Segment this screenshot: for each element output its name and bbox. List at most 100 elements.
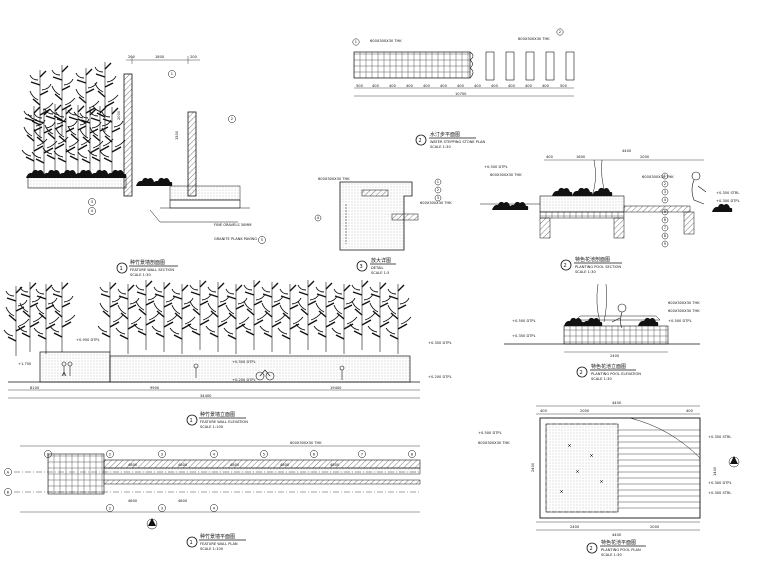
callouts-v4: 1 2 3 4 5 6 7 8 9 <box>661 172 669 248</box>
svg-text:2: 2 <box>590 546 593 552</box>
svg-text:+0.350 STRL: +0.350 STRL <box>716 191 739 195</box>
svg-text:400: 400 <box>508 84 516 88</box>
svg-text:4400: 4400 <box>612 533 622 537</box>
svg-text:3: 3 <box>360 264 363 270</box>
svg-text:1: 1 <box>355 40 357 44</box>
view-title-v6: 2 特色花池立面图 PLANTING POOL ELEVATION SCALE … <box>576 363 641 381</box>
svg-text:1: 1 <box>437 180 439 184</box>
svg-text:400: 400 <box>540 409 548 413</box>
svg-text:8: 8 <box>664 234 667 238</box>
svg-text:400: 400 <box>457 84 465 88</box>
svg-text:400: 400 <box>546 155 554 159</box>
svg-text:2000: 2000 <box>640 155 650 159</box>
svg-text:600X300X30 THK: 600X300X30 THK <box>370 39 402 43</box>
svg-text:5: 5 <box>664 210 666 214</box>
view-title-v2: 2 水汀步平面图 WATER STEPPING STONE PLAN SCALE… <box>415 131 486 149</box>
svg-text:+0.350 DTPL: +0.350 DTPL <box>512 334 536 338</box>
svg-text:+0.200 DTPL: +0.200 DTPL <box>428 375 452 379</box>
svg-text:600X300X30 THK: 600X300X30 THK <box>290 441 322 445</box>
svg-text:5: 5 <box>263 452 265 456</box>
svg-text:400: 400 <box>686 409 694 413</box>
svg-text:600X300X30 THK: 600X300X30 THK <box>642 175 674 179</box>
svg-text:1600: 1600 <box>576 155 586 159</box>
svg-text:+0.500 DTPL: +0.500 DTPL <box>512 319 536 323</box>
svg-text:400: 400 <box>406 84 414 88</box>
svg-text:1400: 1400 <box>713 466 717 476</box>
grid-axis-bubbles: A B 1 2 3 4 5 6 7 8 2 3 4 <box>4 450 416 512</box>
planting-symbols <box>559 443 604 494</box>
svg-text:+1.750: +1.750 <box>18 362 32 366</box>
wall-short <box>187 111 197 197</box>
callouts-v1: 1 2 3 4 5 <box>88 70 266 244</box>
svg-text:400: 400 <box>389 84 397 88</box>
svg-text:SCALE 1:100: SCALE 1:100 <box>200 425 224 429</box>
svg-text:SCALE 1:100: SCALE 1:100 <box>200 547 224 551</box>
svg-text:4: 4 <box>91 209 94 213</box>
svg-text:特色花池平面图: 特色花池平面图 <box>601 539 636 546</box>
bamboo-elevation <box>3 279 412 357</box>
svg-text:8100: 8100 <box>30 386 40 390</box>
svg-text:+0.950 DTPL: +0.950 DTPL <box>76 338 100 342</box>
svg-text:2: 2 <box>231 117 233 121</box>
svg-text:4400: 4400 <box>612 401 622 405</box>
svg-text:B: B <box>7 490 10 494</box>
svg-text:9: 9 <box>664 242 667 246</box>
north-arrow-2 <box>728 456 740 468</box>
svg-text:4: 4 <box>664 198 667 202</box>
svg-text:600X300X30 THK: 600X300X30 THK <box>668 301 700 305</box>
svg-text:2: 2 <box>559 30 561 34</box>
view-planting-pool-section: 400 1600 2000 4400 +0.500 DTPL 600X300X3… <box>480 149 740 274</box>
view-title-v4: 2 特色花池剖面图 PLANTING POOL SECTION SCALE 1:… <box>560 256 622 274</box>
svg-text:WATER STEPPING STONE PLAN: WATER STEPPING STONE PLAN <box>430 140 486 144</box>
svg-text:400: 400 <box>525 84 533 88</box>
view-title-v1: 1 种竹景墙剖面图 FEATURE WALL SECTION SCALE 1:3… <box>116 259 178 277</box>
svg-text:2: 2 <box>419 138 422 144</box>
svg-text:1: 1 <box>190 540 193 546</box>
svg-text:种竹景墙立面图: 种竹景墙立面图 <box>200 411 235 418</box>
svg-text:400: 400 <box>474 84 482 88</box>
view-title-v3: 3 放大详图 DETAIL SCALE 1:5 <box>356 257 396 275</box>
view-detail: 600X300X30 THK 600X300X30 THK 1 2 3 4 3 … <box>314 177 452 275</box>
svg-text:4800: 4800 <box>178 499 188 503</box>
svg-text:放大详图: 放大详图 <box>371 257 391 264</box>
svg-text:200: 200 <box>128 55 136 59</box>
svg-text:FEATURE WALL SECTION: FEATURE WALL SECTION <box>130 268 174 272</box>
people-figures <box>61 361 345 381</box>
svg-text:SCALE 1:30: SCALE 1:30 <box>591 377 612 381</box>
svg-text:600X300X30 THK: 600X300X30 THK <box>478 441 510 445</box>
svg-text:2000: 2000 <box>117 110 121 120</box>
svg-text:A: A <box>7 470 10 474</box>
svg-text:+0.500 DTPL: +0.500 DTPL <box>478 431 502 435</box>
svg-text:6: 6 <box>313 452 316 456</box>
svg-text:SCALE 1:30: SCALE 1:30 <box>601 553 622 557</box>
svg-text:PLANTING POOL PLAN: PLANTING POOL PLAN <box>601 548 641 552</box>
svg-text:2: 2 <box>109 506 111 510</box>
view-stepping-stone-plan: 500 400 400 400 400 400 400 400 400 400 … <box>352 28 575 149</box>
svg-text:400: 400 <box>372 84 380 88</box>
svg-text:1: 1 <box>190 418 193 424</box>
svg-text:4800: 4800 <box>128 463 138 467</box>
svg-text:PLANTING POOL ELEVATION: PLANTING POOL ELEVATION <box>591 372 641 376</box>
svg-text:3: 3 <box>161 452 163 456</box>
svg-text:+0.500 DTPL: +0.500 DTPL <box>668 319 692 323</box>
svg-text:SCALE 1:5: SCALE 1:5 <box>371 271 389 275</box>
svg-text:19400: 19400 <box>330 386 342 390</box>
person-figure-2 <box>611 303 627 329</box>
svg-text:4800: 4800 <box>128 499 138 503</box>
svg-text:FEATURE WALL ELEVATION: FEATURE WALL ELEVATION <box>200 420 248 424</box>
svg-text:GRANITE PLANK PAVING: GRANITE PLANK PAVING <box>214 237 257 241</box>
svg-text:2000: 2000 <box>650 525 660 529</box>
wall-tall <box>123 73 133 197</box>
svg-text:+0.300 DTPL: +0.300 DTPL <box>716 199 740 203</box>
north-arrow <box>146 518 158 530</box>
svg-text:种竹景墙平面图: 种竹景墙平面图 <box>200 533 235 540</box>
svg-text:2: 2 <box>437 188 439 192</box>
svg-text:SCALE 1:30: SCALE 1:30 <box>430 145 451 149</box>
svg-text:特色花池立面图: 特色花池立面图 <box>591 363 626 370</box>
view-feature-wall-plan: A B 1 2 3 4 5 6 7 8 2 3 4 4800 4800 4800… <box>4 441 421 551</box>
svg-text:600X300X30 THK: 600X300X30 THK <box>420 201 452 205</box>
svg-text:4800: 4800 <box>280 463 290 467</box>
svg-text:SCALE 1:30: SCALE 1:30 <box>130 273 151 277</box>
svg-text:1: 1 <box>171 72 173 76</box>
dims-v7: 4800 4800 4800 4800 4800 4800 4800 <box>128 463 340 503</box>
